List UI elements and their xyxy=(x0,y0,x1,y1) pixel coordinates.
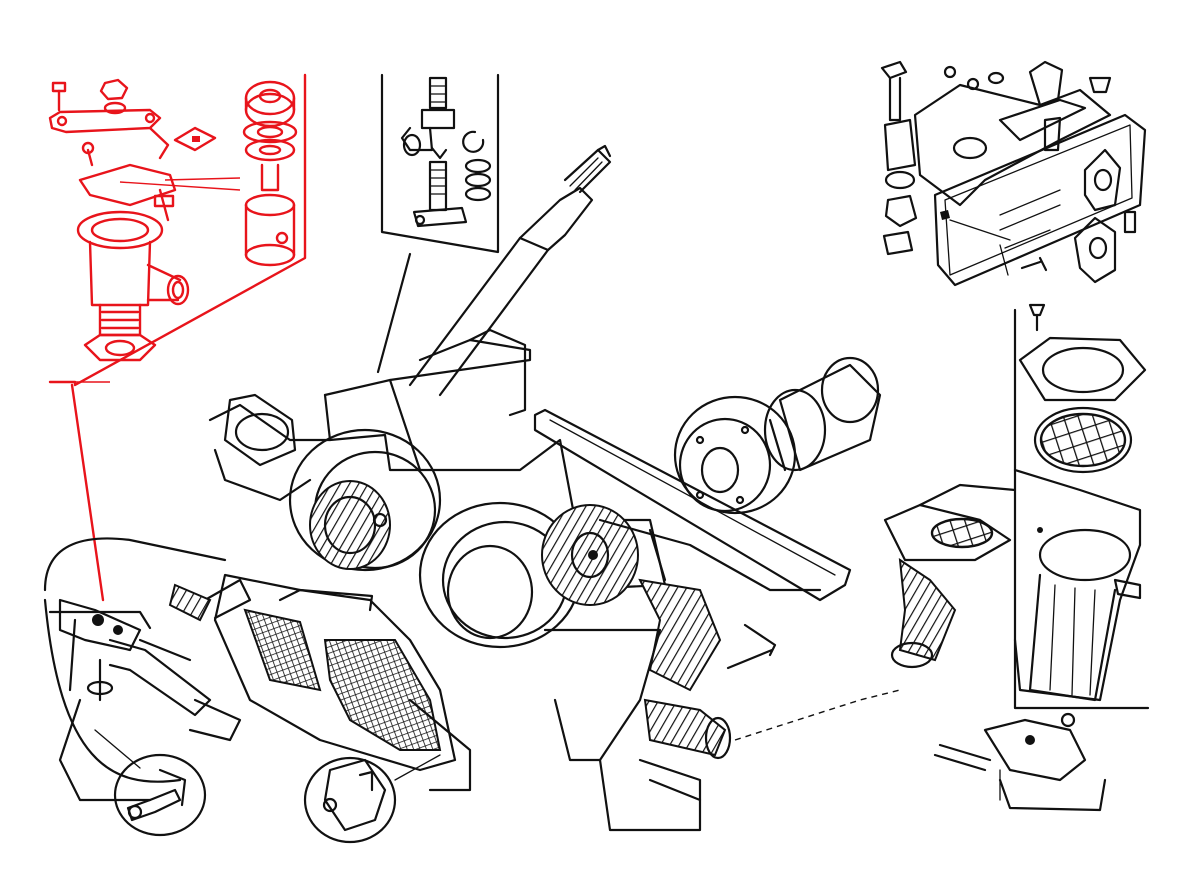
vent-grille-callout xyxy=(1013,303,1150,710)
lower-right-valve-linkage xyxy=(883,483,1107,812)
nut-icon xyxy=(99,78,129,115)
blower-housing-left xyxy=(288,428,442,572)
control-panel-callout xyxy=(880,60,1147,287)
valve-nut xyxy=(83,333,157,362)
valve-lever xyxy=(48,108,162,134)
clip-icon xyxy=(173,126,217,152)
lower-clamp-callout-center xyxy=(303,754,441,844)
pipe-coupling xyxy=(168,583,212,622)
valve-bracket xyxy=(78,163,177,207)
lower-clamp-callout-left xyxy=(94,729,207,837)
vent-gasket xyxy=(1018,336,1147,402)
flex-hose-center xyxy=(638,578,722,692)
cam-icon xyxy=(1083,148,1122,212)
heater-core xyxy=(43,537,472,802)
connector-callout xyxy=(376,73,500,374)
valve-callout xyxy=(48,73,307,602)
heater-main-body xyxy=(208,144,901,832)
valve-flange xyxy=(76,210,164,250)
flex-hose-outlet xyxy=(643,698,727,757)
vent-grille xyxy=(1039,412,1127,468)
valve-leader-line xyxy=(70,383,105,602)
control-rod xyxy=(408,236,550,397)
connector-callout-frame xyxy=(380,73,500,254)
mounting-arm xyxy=(533,408,852,602)
blower-housing-right xyxy=(418,501,639,649)
valve-gland-stack xyxy=(242,80,298,267)
flex-hose-right xyxy=(898,557,957,662)
panel-face-plate xyxy=(933,113,1147,287)
o-ring-icon xyxy=(464,158,492,174)
bolt-icon xyxy=(51,81,67,112)
heater-core-fins xyxy=(323,639,442,751)
vent-callout-frame xyxy=(1013,308,1150,710)
vent-grille-small xyxy=(930,517,994,549)
circlip-icon xyxy=(462,130,485,153)
valve-body xyxy=(88,240,152,307)
panel-bracket xyxy=(913,83,1112,207)
valve-outlet xyxy=(166,274,190,306)
blower-motor xyxy=(673,356,882,515)
vent-duct-opening xyxy=(1038,528,1132,582)
key-icon xyxy=(726,623,777,670)
valve-assembly xyxy=(48,598,192,702)
